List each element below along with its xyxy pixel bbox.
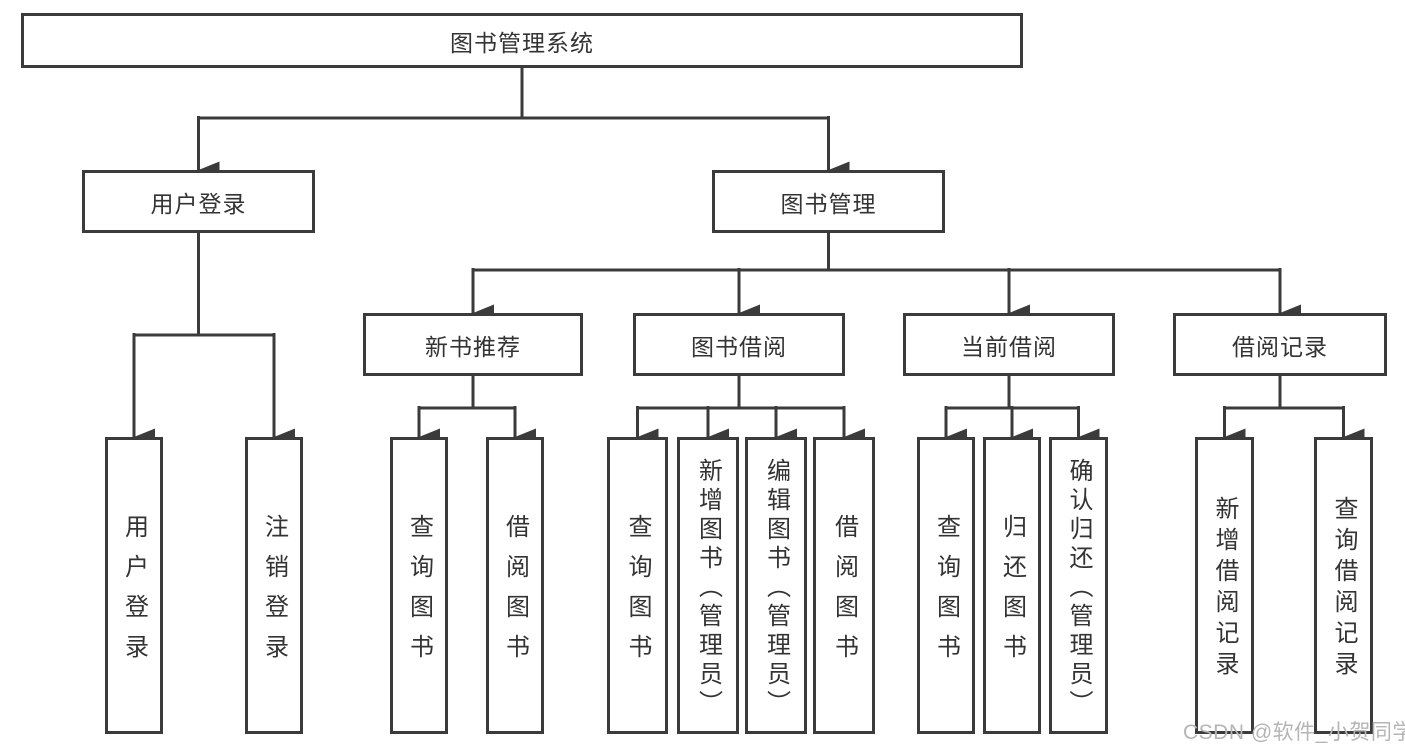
connector-manage-rail: [473, 233, 1280, 272]
leaf-edit-books-admin: 编辑图书（管理员）: [745, 437, 807, 734]
leaf-borrow-books-2: 借阅图书: [813, 437, 875, 734]
leaf-logout: 注销登录: [245, 437, 303, 734]
node-label: 当前借阅: [961, 333, 1057, 360]
node-label: 用户登录: [150, 190, 247, 217]
leaf-label: 查询图书: [624, 513, 651, 674]
leaf-label: 查询图书: [932, 513, 960, 674]
leaf-label: 编辑图书（管理员）: [762, 457, 790, 719]
connector-lines: [132, 68, 1365, 446]
connector-record-rail: [1224, 376, 1344, 410]
connector-current-rail: [946, 376, 1079, 410]
leaf-confirm-return-admin: 确认归还（管理员）: [1049, 437, 1108, 734]
leaf-add-borrow-record: 新增借阅记录: [1195, 437, 1254, 734]
leaf-label: 查询借阅记录: [1330, 496, 1357, 682]
csdn-watermark: CSDN @软件_小贺同学: [1183, 721, 1405, 744]
leaf-borrow-books-1: 借阅图书: [486, 437, 544, 734]
node-borrow-record: 借阅记录: [1173, 313, 1387, 376]
leaf-query-books-3: 查询图书: [917, 437, 975, 734]
leaf-query-books-2: 查询图书: [607, 437, 668, 734]
node-user-login-branch: 用户登录: [82, 170, 315, 233]
node-label: 图书管理系统: [450, 29, 594, 56]
leaf-label: 新增借阅记录: [1211, 496, 1238, 682]
connector-login-rail: [134, 233, 274, 337]
node-book-borrow: 图书借阅: [633, 313, 845, 376]
leaf-label: 借阅图书: [501, 513, 529, 674]
leaf-query-borrow-record: 查询借阅记录: [1314, 437, 1373, 734]
connector-root-rail: [198, 68, 829, 120]
leaf-label: 查询图书: [405, 513, 433, 674]
leaf-label: 确认归还（管理员）: [1065, 457, 1092, 719]
node-label: 新书推荐: [425, 333, 521, 360]
connector-newbook-rail: [419, 376, 515, 410]
node-label: 图书管理: [780, 190, 877, 217]
node-label: 图书借阅: [691, 333, 787, 360]
leaf-label: 归还图书: [998, 513, 1026, 674]
leaf-label: 借阅图书: [830, 513, 858, 674]
leaf-add-books-admin: 新增图书（管理员）: [677, 437, 739, 734]
leaf-user-login: 用户登录: [105, 437, 163, 734]
leaf-label: 用户登录: [120, 513, 148, 674]
node-new-book-recommend: 新书推荐: [363, 313, 583, 376]
node-current-borrow: 当前借阅: [903, 313, 1115, 376]
node-root-library-system: 图书管理系统: [21, 13, 1023, 68]
node-book-manage-branch: 图书管理: [712, 170, 945, 233]
node-label: 借阅记录: [1232, 333, 1328, 360]
leaf-label: 注销登录: [260, 513, 288, 674]
leaf-label: 新增图书（管理员）: [694, 457, 722, 719]
leaf-return-books: 归还图书: [983, 437, 1041, 734]
connector-borrow-rail: [637, 376, 844, 410]
leaf-query-books-1: 查询图书: [390, 437, 448, 734]
